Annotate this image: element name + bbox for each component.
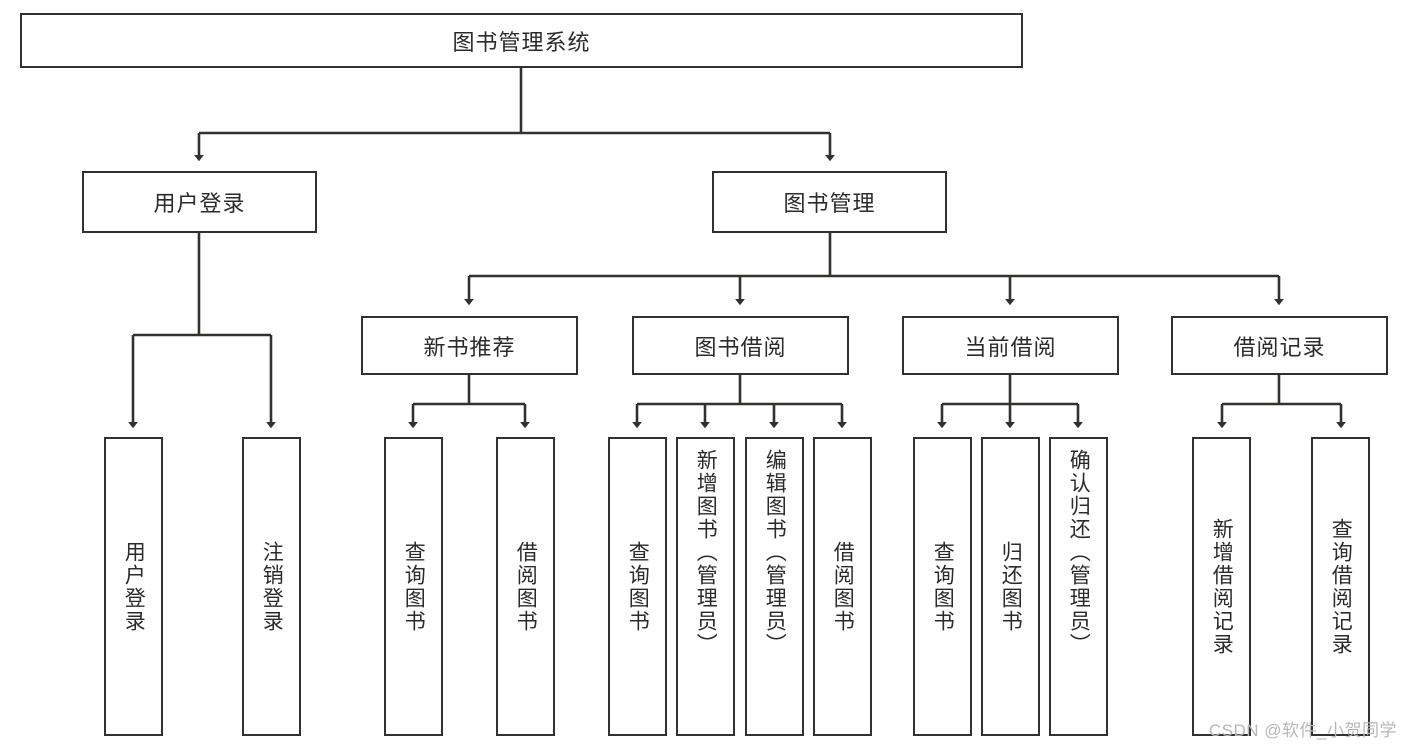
- leaf-confirm-return[interactable]: 确认归还（管理员）: [1049, 437, 1108, 736]
- node-current-borrow[interactable]: 当前借阅: [902, 316, 1119, 375]
- leaf-borrow-book-recommend[interactable]: 借阅图书: [496, 437, 555, 736]
- node-label: 借阅图书: [514, 540, 538, 633]
- node-book-borrow[interactable]: 图书借阅: [632, 316, 849, 375]
- node-label: 图书管理系统: [452, 29, 591, 55]
- node-label: 归还图书: [999, 540, 1023, 633]
- node-label: 查询图书: [626, 540, 650, 633]
- watermark-text: CSDN @软件_小贺同学: [1208, 721, 1397, 740]
- node-label: 新增借阅记录: [1210, 517, 1234, 656]
- node-label: 确认归还（管理员）: [1067, 449, 1091, 656]
- leaf-query-book-current[interactable]: 查询图书: [913, 437, 972, 736]
- leaf-add-book[interactable]: 新增图书（管理员）: [676, 437, 735, 736]
- node-label: 用户登录: [122, 540, 146, 633]
- node-user-login[interactable]: 用户登录: [82, 171, 317, 233]
- node-label: 查询图书: [402, 540, 426, 633]
- node-book-manage[interactable]: 图书管理: [712, 171, 947, 233]
- node-label: 查询借阅记录: [1329, 517, 1353, 656]
- node-label: 借阅图书: [831, 540, 855, 633]
- node-label: 编辑图书（管理员）: [763, 449, 787, 656]
- node-new-book-recommend[interactable]: 新书推荐: [361, 316, 578, 375]
- node-label: 借阅记录: [1233, 334, 1326, 360]
- node-root-system[interactable]: 图书管理系统: [20, 13, 1023, 68]
- leaf-query-book-borrow[interactable]: 查询图书: [608, 437, 667, 736]
- node-label: 新书推荐: [423, 334, 516, 360]
- node-label: 查询图书: [931, 540, 955, 633]
- leaf-query-borrow-record[interactable]: 查询借阅记录: [1311, 437, 1370, 736]
- leaf-user-login[interactable]: 用户登录: [104, 437, 163, 736]
- node-label: 图书借阅: [694, 334, 787, 360]
- node-label: 当前借阅: [964, 334, 1057, 360]
- leaf-add-borrow-record[interactable]: 新增借阅记录: [1192, 437, 1251, 736]
- leaf-return-book[interactable]: 归还图书: [981, 437, 1040, 736]
- leaf-query-book-recommend[interactable]: 查询图书: [384, 437, 443, 736]
- leaf-logout-login[interactable]: 注销登录: [242, 437, 301, 736]
- node-label: 用户登录: [153, 191, 246, 216]
- leaf-borrow-book[interactable]: 借阅图书: [813, 437, 872, 736]
- node-label: 图书管理: [783, 191, 876, 216]
- node-label: 注销登录: [260, 540, 284, 633]
- node-label: 新增图书（管理员）: [694, 449, 718, 656]
- leaf-edit-book[interactable]: 编辑图书（管理员）: [745, 437, 804, 736]
- node-borrow-record[interactable]: 借阅记录: [1171, 316, 1388, 375]
